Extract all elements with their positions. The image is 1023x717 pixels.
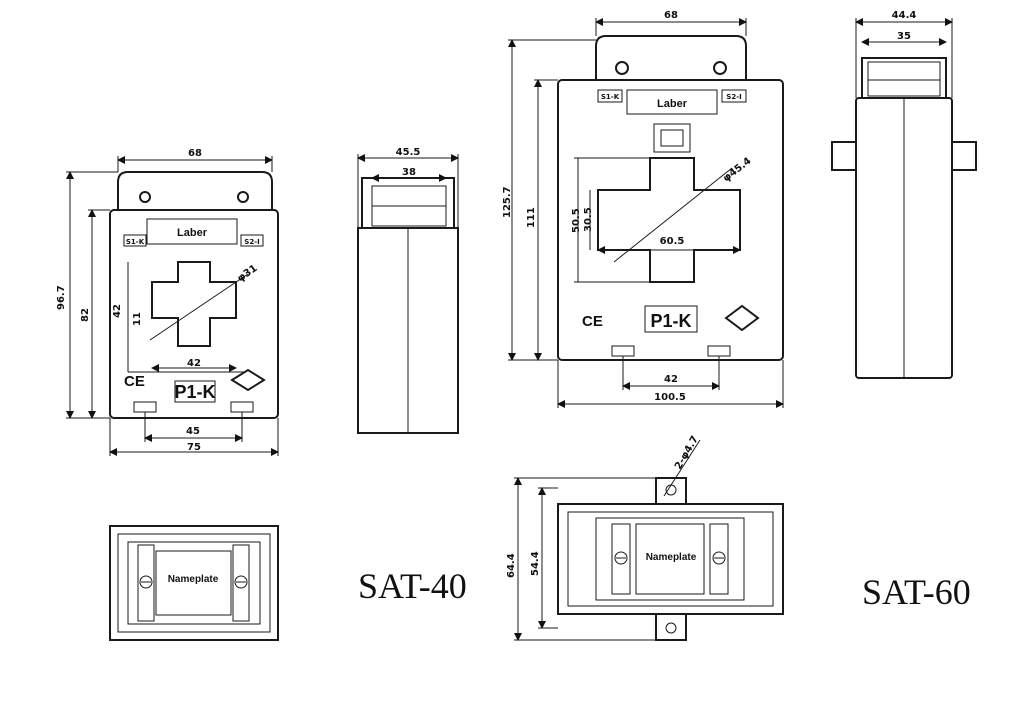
mount-hole-icon bbox=[139, 191, 151, 203]
mount-hole-icon bbox=[615, 61, 629, 75]
mount-hole-icon bbox=[237, 191, 249, 203]
sat60-label-box bbox=[626, 89, 718, 115]
sat60-base-width: 100.5 bbox=[654, 392, 686, 403]
sat60-terminal-right bbox=[721, 89, 747, 103]
sat40-window-h: 42 bbox=[112, 304, 123, 318]
sat60-side-inner: 35 bbox=[897, 31, 911, 42]
certification-diamond-icon bbox=[724, 304, 760, 332]
sat60-ce-mark: CE bbox=[582, 313, 603, 330]
sat60-bottom-tab-bottom bbox=[655, 613, 687, 641]
sat60-terminal-right-label: S2-I bbox=[726, 93, 741, 101]
screw-icon bbox=[234, 575, 248, 589]
sat40-nameplate: Nameplate bbox=[168, 574, 219, 585]
sat60-hole-label: 2-φ4.7 bbox=[673, 434, 701, 471]
sat40-brand: P1-K bbox=[174, 382, 215, 402]
sat60-body bbox=[557, 79, 784, 361]
sat60-mount-spacing: 42 bbox=[664, 374, 678, 385]
sat40-primary-window bbox=[151, 261, 237, 347]
sat40-label-text: Laber bbox=[177, 227, 208, 239]
sat40-top-width: 68 bbox=[188, 148, 202, 159]
sat60-nameplate: Nameplate bbox=[646, 552, 697, 563]
certification-diamond-icon bbox=[230, 368, 266, 392]
sat60-terminal-left-label: S1-K bbox=[601, 93, 620, 101]
sat40-label-box bbox=[146, 218, 238, 245]
sat60-bottom-height-outer: 64.4 bbox=[506, 553, 517, 578]
sat60-brand-box bbox=[644, 305, 698, 333]
sat40-terminal-left bbox=[123, 234, 147, 247]
sat40-bottom-view: Nameplate bbox=[109, 525, 279, 641]
sat60-top-width: 68 bbox=[664, 10, 678, 21]
sat60-side-outer: 44.4 bbox=[892, 10, 917, 21]
sat40-front-view: Laber S1-K S2-I φ31 42 11 42 CE P1-K 68 … bbox=[56, 148, 279, 456]
sat60-bottom-height-inner: 54.4 bbox=[530, 551, 541, 576]
sat40-window-w: 42 bbox=[187, 358, 201, 369]
sat40-diameter-line bbox=[149, 273, 249, 341]
sat60-indicator bbox=[653, 123, 691, 153]
sat60-terminal-left bbox=[597, 89, 623, 103]
sat60-side-view: 44.4 35 bbox=[831, 10, 977, 379]
sat40-height-body: 82 bbox=[80, 308, 91, 322]
sat60-hole-leader bbox=[663, 439, 701, 497]
sat60-height-total: 125.7 bbox=[502, 186, 513, 218]
sat40-height-total: 96.7 bbox=[56, 285, 67, 310]
sat40-side-outer: 45.5 bbox=[396, 147, 421, 158]
sat40-side-inner: 38 bbox=[402, 167, 416, 178]
sat60-label-text: Laber bbox=[657, 98, 688, 110]
sat40-base-width: 75 bbox=[187, 442, 201, 453]
mount-hole-icon bbox=[713, 61, 727, 75]
sat60-side-tab-right bbox=[951, 141, 977, 171]
sat60-side-tab-left bbox=[831, 141, 857, 171]
sat60-window-w: 60.5 bbox=[660, 236, 685, 247]
sat40-window-inner: 11 bbox=[132, 312, 143, 326]
sat40-brand-box bbox=[174, 380, 216, 403]
sat60-window-inner: 30.5 bbox=[583, 207, 594, 232]
sat60-bottom-view: Nameplate 2-φ4.7 64.4 54.4 bbox=[506, 434, 784, 641]
sat60-bottom-tab-top bbox=[655, 477, 687, 505]
sat40-mount-spacing: 45 bbox=[186, 426, 200, 437]
sat60-model-title: SAT-60 bbox=[862, 572, 971, 612]
sat60-side-top bbox=[861, 57, 947, 99]
sat60-front-view: Laber S1-K S2-I φ45.4 60.5 50.5 30.5 CE … bbox=[502, 10, 784, 408]
sat60-brand: P1-K bbox=[650, 311, 691, 331]
sat40-terminal-right bbox=[240, 234, 264, 247]
sat60-window-h: 50.5 bbox=[571, 208, 582, 233]
mount-hole-icon bbox=[665, 622, 677, 634]
sat40-terminal-right-label: S2-I bbox=[244, 238, 259, 246]
sat60-height-body: 111 bbox=[526, 207, 537, 228]
screw-icon bbox=[712, 551, 726, 565]
screw-icon bbox=[614, 551, 628, 565]
sat40-terminal-left-label: S1-K bbox=[126, 238, 145, 246]
screw-icon bbox=[139, 575, 153, 589]
sat40-ce-mark: CE bbox=[124, 373, 145, 390]
sat60-primary-window bbox=[597, 157, 741, 283]
sat40-side-view: 45.5 38 bbox=[357, 147, 459, 434]
sat40-mount-plate bbox=[117, 171, 273, 210]
sat60-mount-plate bbox=[595, 35, 747, 80]
sat40-model-title: SAT-40 bbox=[358, 566, 467, 606]
